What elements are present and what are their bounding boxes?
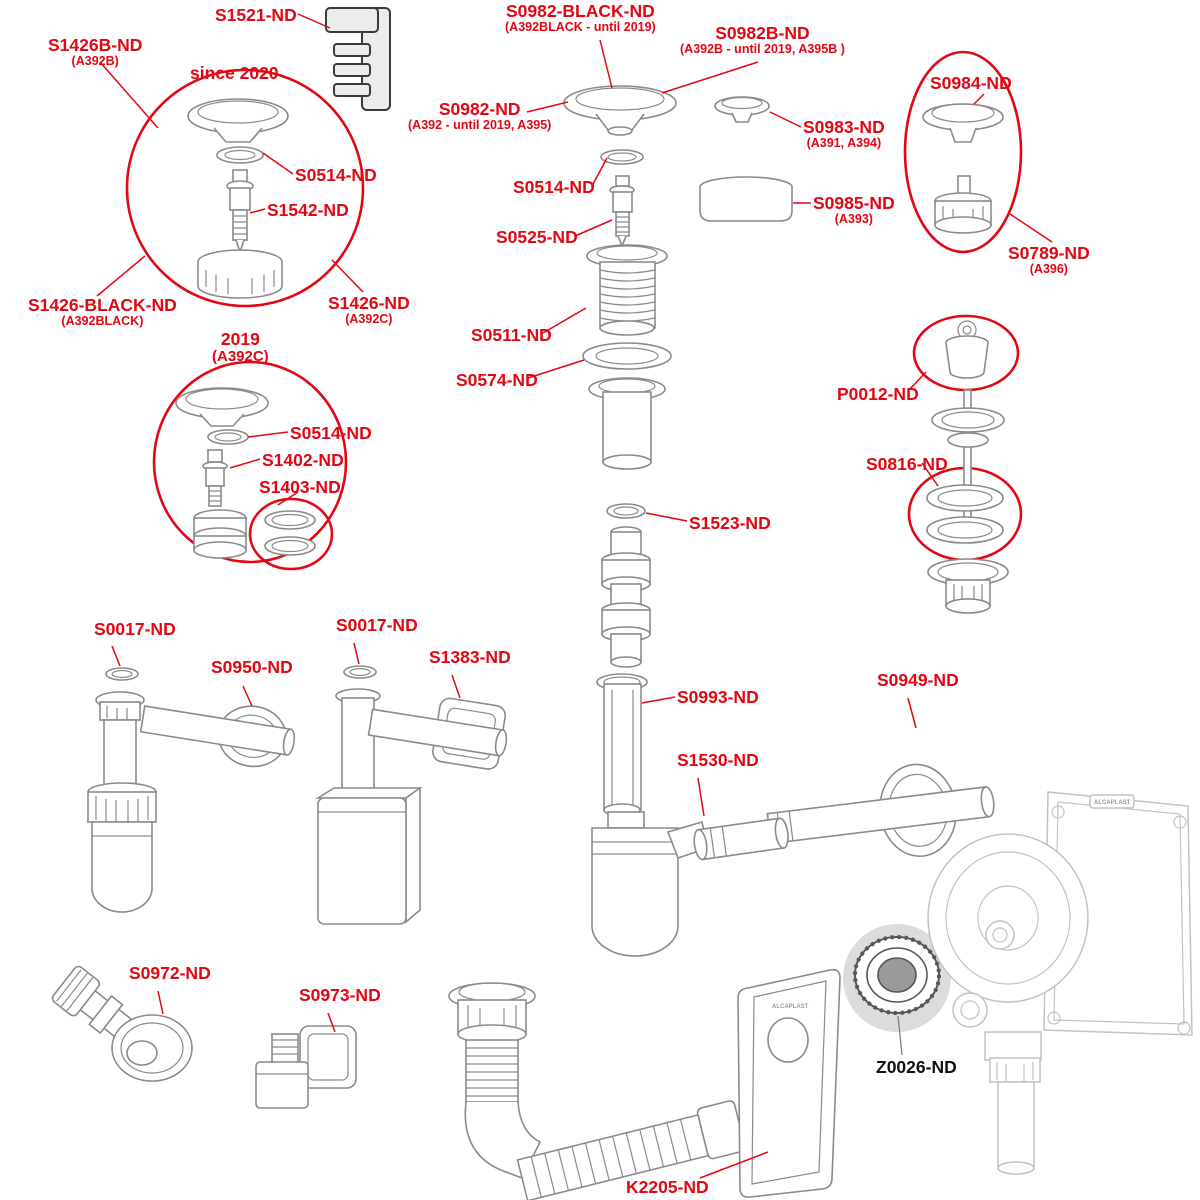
part-tube-s0993: [596, 673, 648, 817]
part-cap-s0982: [563, 85, 677, 136]
part-reduction-ring-z0026: [843, 924, 951, 1056]
part-label-s1523: S1523-ND: [689, 513, 771, 533]
part-label-s1530: S1530-ND: [677, 750, 759, 770]
part-label-s0574: S0574-ND: [456, 370, 538, 390]
part-washer-s0514-a: [216, 146, 264, 164]
part-label-s0985: S0985-ND(A393): [813, 193, 895, 226]
part-bottle-trap-s0950: [87, 667, 296, 913]
part-label-s0816: S0816-ND: [866, 454, 948, 474]
part-label-s0511: S0511-ND: [471, 325, 552, 345]
part-label-s0525: S0525-ND: [496, 227, 578, 247]
part-label-s1426b: S1426B-ND(A392B): [48, 35, 143, 68]
part-label-s0514-b: S0514-ND: [290, 423, 372, 443]
part-angle-valve-s0972: [51, 965, 193, 1082]
part-label-s1426-black: S1426-BLACK-ND(A392BLACK): [28, 295, 177, 328]
part-extension-tube: [601, 526, 651, 668]
part-label-s1426: S1426-ND(A392C): [328, 293, 410, 326]
part-washer-s0514-b: [207, 429, 249, 445]
part-label-s0973: S0973-ND: [299, 985, 381, 1005]
plate-logo: ALCAPLAST: [772, 1004, 809, 1010]
part-cylinder-stack: [193, 509, 247, 559]
part-label-s0017-b: S0017-ND: [336, 615, 418, 635]
part-washer-s0514-c: [600, 149, 644, 165]
part-bracket-s1521: [325, 7, 391, 111]
part-label-s0982: S0982-ND(A392 - until 2019, A395): [408, 99, 552, 132]
part-label-s1383: S1383-ND: [429, 647, 511, 667]
group-circle-since-2020: [125, 68, 365, 308]
part-label-s1402: S1402-ND: [262, 450, 344, 470]
part-label-s1521: S1521-ND: [215, 5, 297, 25]
part-cover-plate-k2205: ALCAPLAST: [737, 968, 841, 1198]
part-drain-assembly-since-2020: [187, 98, 289, 299]
part-base-s0789: [934, 175, 992, 234]
part-rings-s1403: [264, 510, 316, 556]
part-label-s1403: S1403-ND: [259, 477, 341, 497]
part-label-s0982-black: S0982-BLACK-ND(A392BLACK - until 2019): [505, 1, 656, 34]
part-square-trap-s1383: [315, 665, 508, 925]
leader-lines: [96, 13, 1053, 1179]
part-trap-cup: [591, 811, 709, 957]
part-label-s0984: S0984-ND: [930, 73, 1012, 93]
part-label-s0993: S0993-ND: [677, 687, 759, 707]
part-plug-s1542: [226, 169, 254, 255]
part-flexi-pipe: [448, 982, 746, 1200]
part-washer-s1523: [606, 503, 646, 519]
part-seal-s0574: [582, 342, 672, 370]
part-oring-s0017-b: [343, 665, 377, 679]
part-label-s0972: S0972-ND: [129, 963, 211, 983]
part-plug-s1402: [202, 449, 228, 507]
part-plug-s0525: [609, 175, 635, 249]
part-angle-valve-s0973: [255, 1025, 357, 1109]
part-gasket-lower: [926, 516, 1004, 544]
part-nut-s1426: [197, 249, 283, 299]
part-label-s0514-a: S0514-ND: [295, 165, 377, 185]
part-cover-s0985: [699, 176, 793, 222]
part-drain-assembly-2019: [175, 387, 316, 559]
annotation-2019: 2019(A392C): [212, 329, 269, 365]
part-tailpiece: [588, 377, 666, 470]
part-label-p0012: P0012-ND: [837, 384, 919, 404]
part-label-s0789: S0789-ND(A396): [1008, 243, 1090, 276]
part-threaded-body-s0511: [586, 244, 668, 336]
group-circle-s1403: [248, 497, 334, 571]
part-wall-siphon: ALCAPLAST: [927, 791, 1193, 1175]
siphon-logo: ALCAPLAST: [1094, 800, 1131, 806]
part-label-s0949: S0949-ND: [877, 670, 959, 690]
part-label-s0983: S0983-ND(A391, A394): [803, 117, 885, 150]
part-label-z0026: Z0026-ND: [876, 1057, 957, 1077]
part-pipe-s1530: [693, 817, 789, 861]
group-circle-s0984: [903, 50, 1023, 254]
part-label-s0514-c: S0514-ND: [513, 177, 595, 197]
part-label-k2205: K2205-ND: [626, 1177, 709, 1197]
part-label-s1542: S1542-ND: [267, 200, 349, 220]
part-cap-s0983: [714, 96, 770, 123]
group-circle-2019: [152, 360, 348, 564]
annotation-since-2020: since 2020: [190, 63, 279, 83]
part-gasket-upper: [926, 484, 1004, 512]
part-strainer-stack-s0816: [926, 389, 1009, 614]
part-label-s0950: S0950-ND: [211, 657, 293, 677]
part-label-s0017-a: S0017-ND: [94, 619, 176, 639]
part-label-s0982b: S0982B-ND(A392B - until 2019, A395B ): [680, 23, 845, 56]
part-stopper-p0012: [945, 320, 989, 379]
part-oring-s0017-a: [105, 667, 139, 681]
part-cap-s0984: [922, 103, 1004, 143]
